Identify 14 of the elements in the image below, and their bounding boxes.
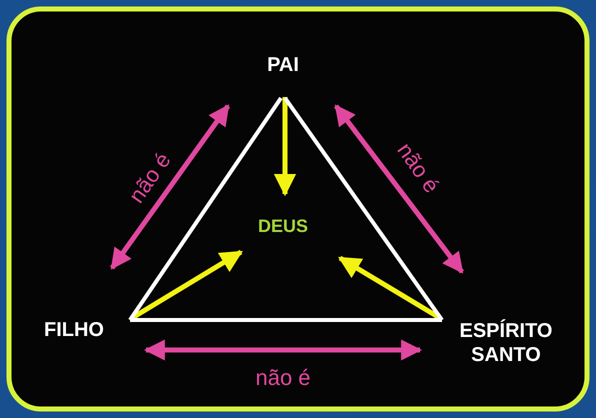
double-arrow bbox=[334, 104, 464, 274]
edge-label: não é bbox=[124, 148, 176, 208]
triangle-side-line bbox=[283, 96, 444, 322]
triangle-side-line bbox=[128, 96, 283, 322]
edge-label: não é bbox=[392, 138, 444, 198]
node-label: PAI bbox=[267, 53, 299, 77]
node-label: DEUS bbox=[258, 216, 308, 238]
node-label: ESPÍRITO SANTO bbox=[458, 319, 554, 367]
edge-label: não é bbox=[255, 365, 311, 391]
double-arrow bbox=[144, 340, 422, 360]
double-arrow bbox=[110, 104, 230, 270]
arrow bbox=[274, 97, 296, 196]
triangle-side-line bbox=[130, 318, 442, 322]
node-label: FILHO bbox=[44, 318, 104, 342]
